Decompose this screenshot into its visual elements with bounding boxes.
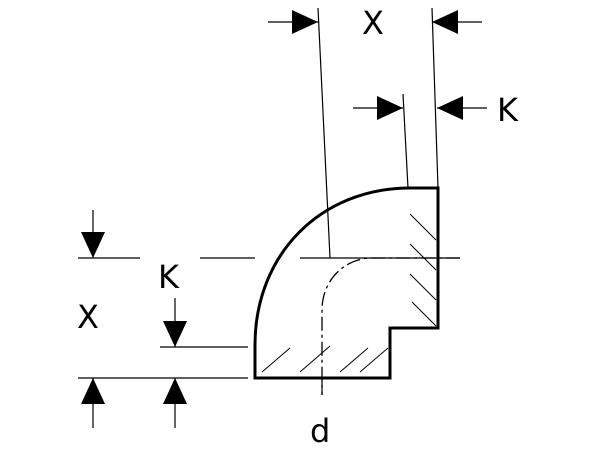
label-k-top: K <box>497 91 519 129</box>
section-hatching <box>261 213 437 373</box>
arrow-x-left-bottom <box>81 378 105 404</box>
arrow-k-left-bottom <box>163 378 187 404</box>
label-x-top: X <box>362 4 384 42</box>
arrow-k-top-left <box>377 96 403 120</box>
top-dimensions <box>268 7 487 259</box>
label-d-bottom: d <box>310 412 330 450</box>
left-dimensions <box>78 210 460 428</box>
elbow-outline <box>253 186 440 380</box>
label-k-left: K <box>158 258 180 296</box>
arrow-k-left-top <box>163 321 187 347</box>
centerline <box>321 257 460 395</box>
arrow-k-top-right <box>437 96 463 120</box>
label-x-left: X <box>77 298 99 336</box>
arrow-x-top-right <box>432 10 458 34</box>
arrow-x-top-left <box>292 10 318 34</box>
arrow-x-left-top <box>81 232 105 258</box>
fitting-body <box>253 186 440 380</box>
